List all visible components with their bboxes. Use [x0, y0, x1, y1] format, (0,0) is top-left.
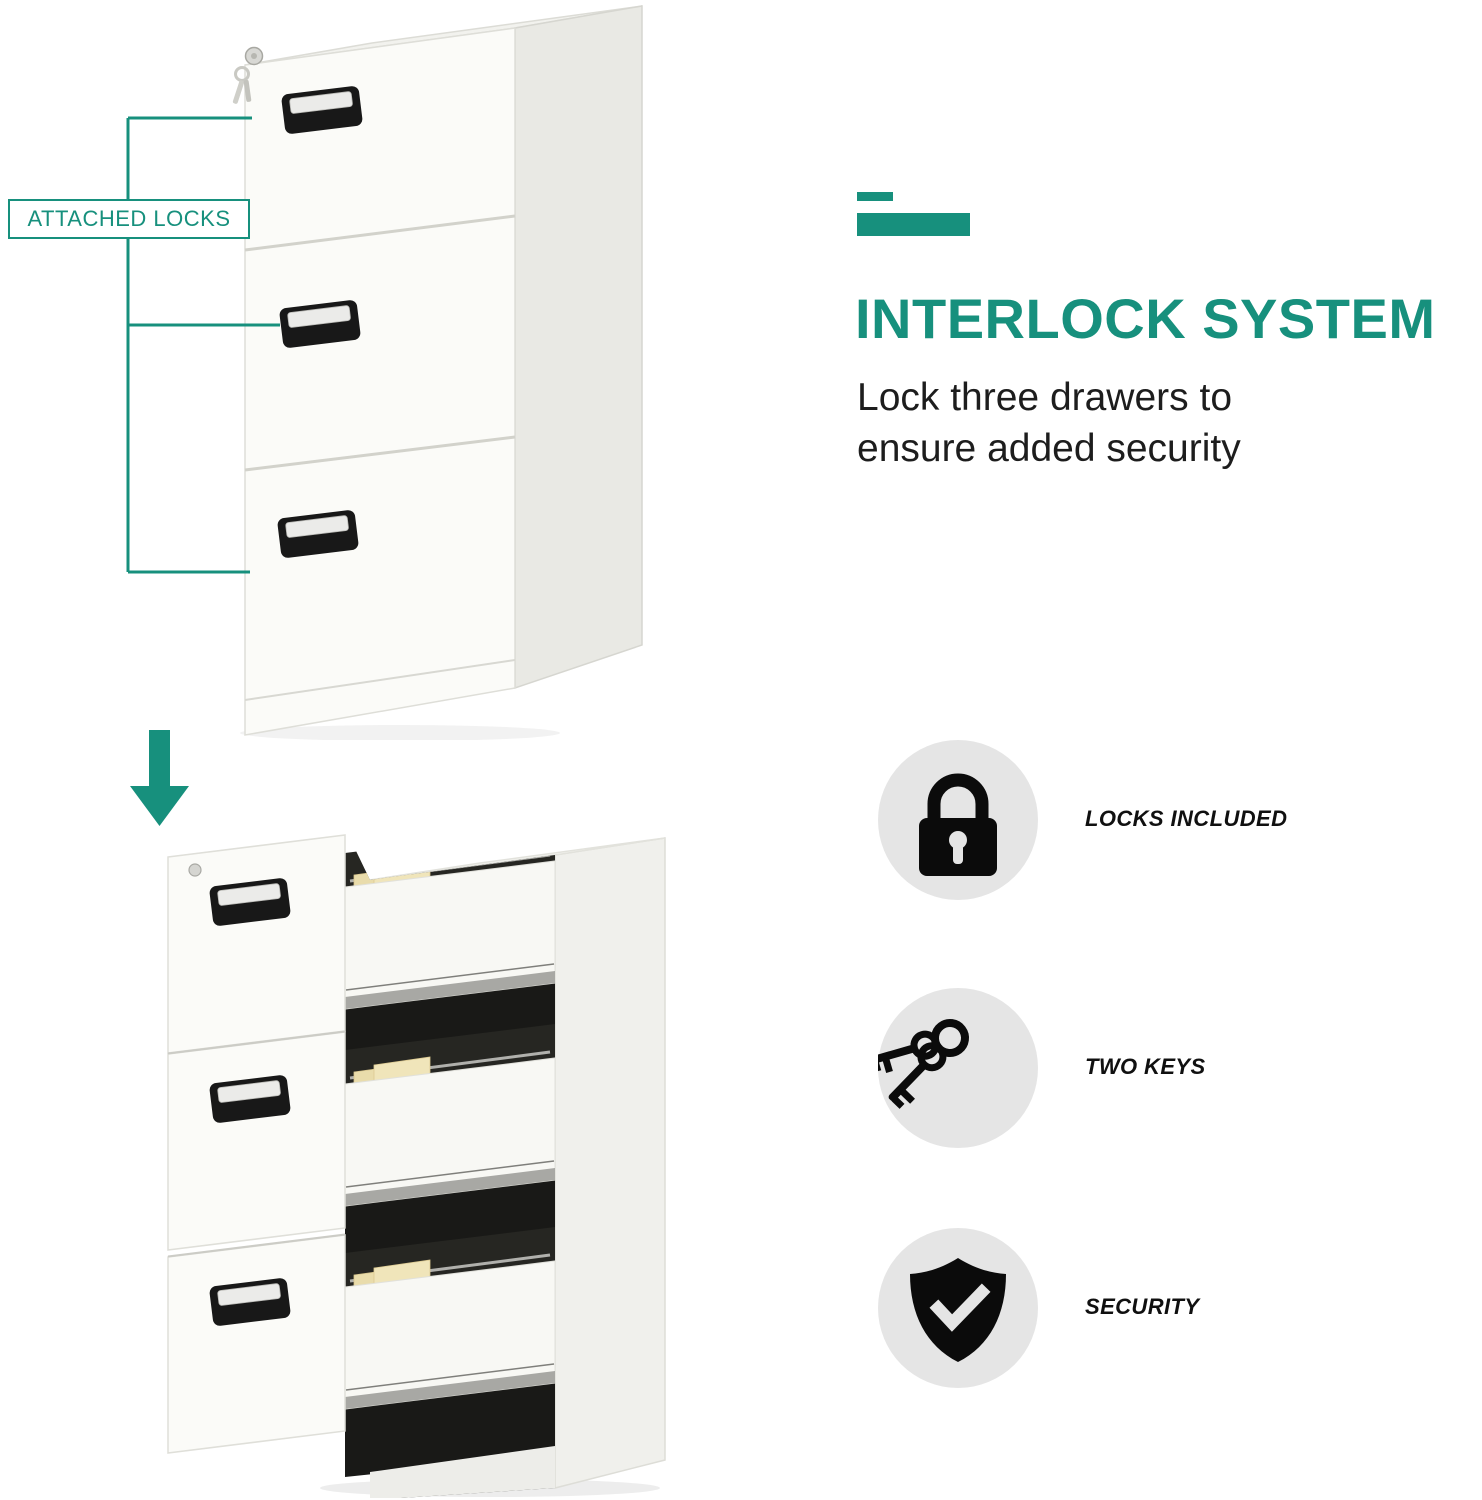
drawer-fronts [167, 834, 346, 1454]
drawer-bodies [344, 860, 556, 1410]
drawer-handle [209, 878, 291, 926]
drawer-handle [277, 510, 359, 558]
closed-cabinet-illustration [232, 5, 643, 740]
open-cabinet-illustration [167, 828, 666, 1498]
accent-bar [857, 213, 970, 236]
accent-dash [857, 192, 893, 201]
feature-label-two-keys: TWO KEYS [1085, 1054, 1206, 1079]
drawer-handle [281, 86, 363, 134]
attached-locks-label: ATTACHED LOCKS [8, 199, 250, 239]
description-line-2: ensure added security [857, 427, 1241, 471]
section-description: Lock three drawers to ensure added secur… [857, 372, 1241, 475]
feature-icon-circle [878, 988, 1038, 1148]
drawer-handle [279, 300, 361, 348]
feature-icon-circle [878, 1228, 1038, 1388]
drawer-handle [209, 1278, 291, 1326]
down-arrow-icon [130, 730, 189, 826]
padlock-icon [919, 773, 997, 876]
description-line-1: Lock three drawers to [857, 376, 1233, 419]
drawer-handle [209, 1075, 291, 1123]
feature-label-security: SECURITY [1085, 1294, 1200, 1319]
lock-with-keys-icon [232, 46, 264, 104]
attached-locks-bracket [126, 116, 280, 574]
feature-icon-circle [878, 740, 1038, 900]
feature-label-locks-included: LOCKS INCLUDED [1085, 806, 1288, 831]
shield-check-icon [910, 1258, 1006, 1362]
section-heading: INTERLOCK SYSTEM [855, 287, 1436, 350]
keys-icon [878, 1019, 969, 1109]
